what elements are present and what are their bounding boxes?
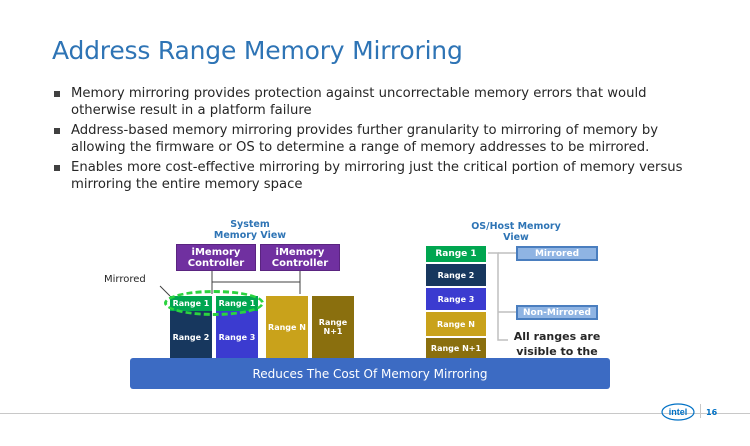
block-range-3-label: Range 3 <box>218 333 256 342</box>
bullet-item: Memory mirroring provides protection aga… <box>52 86 692 119</box>
stack-range-1: Range 1 <box>426 246 486 262</box>
system-memory-view-header: System Memory View <box>213 219 287 241</box>
block-range-2-label: Range 2 <box>172 333 210 342</box>
bullet-text: Enables more cost-effective mirroring by… <box>71 160 683 192</box>
slide-title: Address Range Memory Mirroring <box>52 36 463 65</box>
right-bracket-line <box>488 252 508 341</box>
stack-range-n: Range N <box>426 312 486 336</box>
bullet-item: Enables more cost-effective mirroring by… <box>52 160 692 193</box>
bullet-text: Memory mirroring provides protection aga… <box>71 86 647 118</box>
memory-controller-right: iMemory Controller <box>260 244 340 271</box>
block-range-n1: Range N+1 <box>312 296 354 358</box>
footer-separator <box>700 404 701 418</box>
os-host-memory-view-header: OS/Host Memory View <box>471 221 561 243</box>
bullet-text: Address-based memory mirroring provides … <box>71 123 659 155</box>
bullet-list: Memory mirroring provides protection aga… <box>52 86 692 197</box>
footer-divider <box>0 413 750 414</box>
bullet-square-icon <box>54 91 60 97</box>
memory-controller-left: iMemory Controller <box>176 244 256 271</box>
legend-non-mirrored: Non-Mirrored <box>516 305 598 320</box>
stack-range-3: Range 3 <box>426 288 486 310</box>
intel-logo-icon: intel <box>661 403 695 421</box>
stack-range-n1: Range N+1 <box>426 338 486 358</box>
legend-mirrored: Mirrored <box>516 246 598 261</box>
cost-banner: Reduces The Cost Of Memory Mirroring <box>130 358 610 389</box>
stack-range-2: Range 2 <box>426 264 486 286</box>
block-range-n: Range N <box>266 296 308 358</box>
bullet-item: Address-based memory mirroring provides … <box>52 123 692 156</box>
mirrored-arrow-line <box>159 285 171 297</box>
bullet-square-icon <box>54 128 60 134</box>
bullet-square-icon <box>54 165 60 171</box>
mirrored-label: Mirrored <box>104 274 146 285</box>
mirrored-highlight-ring <box>164 290 264 316</box>
page-number: 16 <box>706 408 718 417</box>
logo-wordmark: intel <box>669 407 688 417</box>
